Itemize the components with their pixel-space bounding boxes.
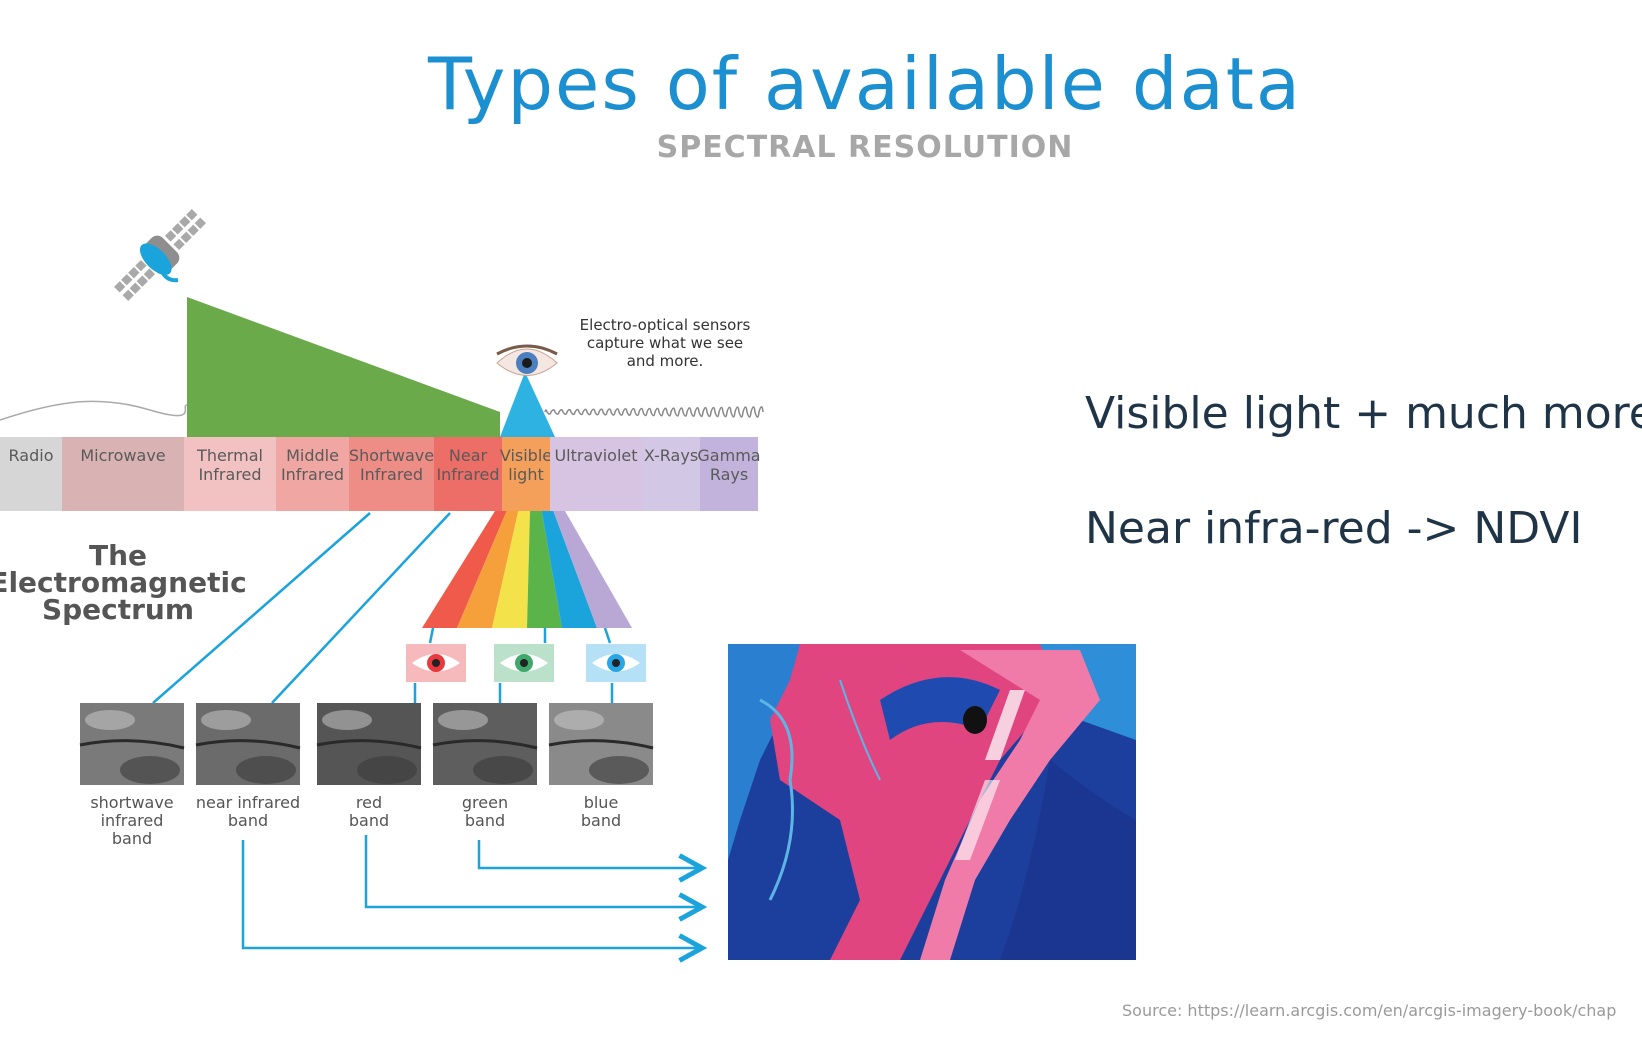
rainbow-stripe — [422, 511, 507, 628]
spectrum-segment-label: light — [508, 465, 543, 484]
rainbow-stripe — [492, 511, 530, 628]
band-label: green — [462, 793, 508, 812]
bullet-ndvi: Near infra-red -> NDVI — [1085, 503, 1583, 554]
colored-eye-icon — [494, 644, 554, 682]
sensor-note-line-1: Electro-optical sensors — [580, 316, 751, 334]
spectrum-title-line-3: Spectrum — [42, 593, 194, 626]
visible-beam — [500, 372, 555, 437]
spectrum-segment-label: Visible — [500, 446, 552, 465]
wave-line-right — [544, 406, 764, 418]
band-eyes — [406, 644, 646, 682]
source-citation: Source: https://learn.arcgis.com/en/arcg… — [1122, 1001, 1617, 1020]
spectrum-segment-label: Near — [449, 446, 488, 465]
slide-subtitle: SPECTRAL RESOLUTION — [656, 130, 1074, 165]
rainbow-stripe — [527, 511, 562, 628]
bullet-visible-light: Visible light + much more — [1085, 388, 1642, 439]
spectrum-segment-label: Rays — [710, 465, 748, 484]
spectrum-segment: Ultraviolet — [550, 437, 642, 511]
colored-eye-icon — [586, 644, 646, 682]
sensor-note-line-2: capture what we see — [587, 334, 743, 352]
spectrum-segment-label: Gamma — [697, 446, 760, 465]
colored-eye-icon — [406, 644, 466, 682]
spectrum-segment-label: Infrared — [198, 465, 261, 484]
spectrum-segment: Microwave — [62, 437, 184, 511]
spectrum-segment-label: Middle — [286, 446, 339, 465]
band-label: band — [349, 811, 389, 830]
spectrum-segment-label: Infrared — [436, 465, 499, 484]
rainbow-stripe — [457, 511, 519, 628]
band-label: band — [228, 811, 268, 830]
rainbow-stripe — [553, 511, 632, 628]
spectrum-segment: Radio — [0, 437, 62, 511]
band-label: blue — [584, 793, 619, 812]
spectrum-segment-label: Ultraviolet — [554, 446, 637, 465]
spectrum-title-line-2: Electromagnetic — [0, 566, 247, 599]
band-label: near infrared — [196, 793, 300, 812]
satellite-icon — [114, 209, 206, 301]
false-color-composite-image — [728, 644, 1136, 960]
sensor-note-line-3: and more. — [627, 352, 704, 370]
spectrum-segment: X-Rays — [642, 437, 700, 511]
band-label: band — [465, 811, 505, 830]
spectrum-segment-label: Infrared — [281, 465, 344, 484]
visible-rainbow-fan — [422, 511, 632, 628]
band-label: band — [112, 829, 152, 848]
spectrum-segment-label: Infrared — [360, 465, 423, 484]
spectrum-segment-label: Shortwave — [349, 446, 434, 465]
wave-line-left — [0, 400, 188, 421]
rainbow-stripe — [541, 511, 597, 628]
band-connectors — [152, 512, 614, 704]
eye-icon — [496, 344, 558, 376]
spectrum-title-line-1: The — [89, 539, 147, 572]
spectrum-segment-label: Thermal — [196, 446, 263, 465]
spectrum-segment-label: Microwave — [80, 446, 165, 465]
band-label: band — [581, 811, 621, 830]
spectrum-segment-label: X-Rays — [644, 446, 698, 465]
composite-arrows — [241, 835, 702, 948]
spectrum-segment-label: Radio — [9, 446, 54, 465]
sensor-cone — [187, 297, 500, 437]
sensor-note: Electro-optical sensors capture what we … — [580, 316, 751, 370]
band-label: shortwave — [90, 793, 173, 812]
band-label: infrared — [101, 811, 164, 830]
band-label: red — [356, 793, 382, 812]
spectrum-title: The Electromagnetic Spectrum — [0, 539, 247, 626]
slide-title: Types of available data — [427, 42, 1303, 126]
